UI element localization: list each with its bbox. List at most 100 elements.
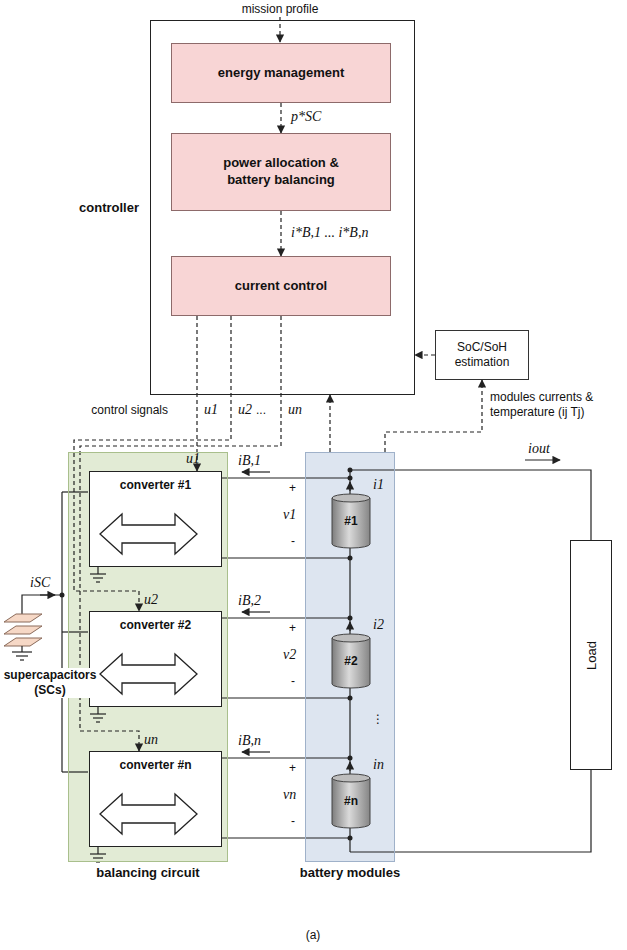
ground-symbol — [96, 721, 100, 722]
current-arrow — [349, 482, 350, 491]
current-arrow — [525, 459, 560, 460]
cell-top — [332, 774, 370, 782]
signal-label: p*SC — [289, 109, 323, 126]
process-box: energy management — [171, 43, 391, 103]
ground-symbol — [90, 713, 106, 714]
annotation: - — [291, 534, 295, 549]
junction-dot — [348, 696, 353, 701]
signal-arrow — [196, 316, 197, 471]
module-wire — [205, 697, 350, 698]
supercapacitor-plate — [4, 626, 42, 634]
junction-dot — [348, 476, 353, 481]
node-text: SoC/SoH estimation — [442, 340, 522, 370]
annotation: modules currents & temperature (ij Tj) — [490, 390, 615, 420]
bidirectional-arrow — [100, 654, 197, 694]
node-text: battery modules — [276, 865, 424, 880]
cell-top — [332, 634, 370, 642]
junction-dot — [348, 468, 353, 473]
signal-label: u1 — [202, 402, 220, 419]
node-text: power allocation & battery balancing — [206, 155, 356, 189]
ground-symbol — [97, 846, 98, 854]
signal-name: i2 — [373, 616, 384, 634]
ground-symbol — [90, 573, 106, 574]
junction-dot — [348, 836, 353, 841]
junction-dot — [348, 756, 353, 761]
signal-name: iB,2 — [238, 592, 261, 610]
node-text: converter #2 — [90, 612, 221, 632]
annotation: (a) — [306, 928, 321, 943]
annotation: control signals — [91, 403, 168, 418]
signal-label: un — [286, 402, 304, 419]
panel-fill — [305, 452, 395, 862]
signal-name: iB,1 — [238, 452, 261, 470]
signal-arrow — [80, 316, 281, 751]
signal-name: u2 — [144, 591, 158, 609]
signal-arrow — [329, 395, 330, 452]
node-text: Load — [583, 641, 598, 670]
converter-box: converter #1 — [89, 471, 222, 567]
node-text: converter #1 — [90, 472, 221, 492]
sc-bus — [62, 631, 88, 632]
ground-symbol — [96, 581, 100, 582]
node-text: #1 — [344, 514, 357, 528]
cell-body — [332, 778, 370, 828]
annotation: supercapacitors (SCs) — [2, 668, 98, 698]
signal-arrow — [415, 354, 435, 355]
module-wire — [205, 477, 350, 478]
module-wire — [205, 757, 350, 758]
signal-name: i1 — [373, 476, 384, 494]
ground-symbol — [93, 577, 103, 578]
ground-symbol — [16, 655, 28, 656]
ground-symbol — [90, 853, 106, 854]
annotation: + — [289, 761, 296, 776]
junction-dot — [60, 593, 65, 598]
battery-cell: #2 — [331, 633, 371, 689]
estimator-box: SoC/SoH estimation — [435, 330, 529, 380]
cell-top — [332, 494, 370, 502]
signal-arrow — [385, 380, 482, 452]
annotation: - — [291, 814, 295, 829]
annotation: ... — [256, 403, 266, 418]
ground-symbol — [93, 717, 103, 718]
node-text: #2 — [344, 654, 357, 668]
ground-symbol — [20, 659, 24, 660]
current-arrow — [349, 622, 350, 631]
signal-label: i*B,1 ... i*B,n — [289, 225, 370, 242]
annotation: + — [289, 481, 296, 496]
bidirectional-arrow — [100, 794, 197, 834]
battery-panel: #1#2#nbattery modules — [305, 452, 395, 862]
cell-body — [332, 498, 370, 548]
node-text: converter #n — [90, 752, 221, 772]
ground-symbol — [21, 646, 22, 652]
current-arrow — [242, 471, 270, 472]
junction-dot — [348, 556, 353, 561]
annotation: + — [289, 621, 296, 636]
controller-box: energy management power allocation & batt… — [150, 20, 415, 395]
process-box: current control — [171, 256, 391, 316]
module-wire — [205, 837, 350, 838]
annotation: mission profile — [242, 2, 319, 17]
battery-cell: #1 — [331, 493, 371, 549]
cell-body — [332, 638, 370, 688]
signal-name: in — [373, 756, 384, 774]
signal-arrow — [280, 103, 281, 133]
signal-label: u2 — [236, 402, 254, 419]
supercapacitor-plate — [4, 638, 42, 646]
ground-symbol — [93, 857, 103, 858]
current-arrow — [40, 594, 55, 595]
module-wire — [205, 557, 350, 558]
ground-symbol — [97, 706, 98, 714]
node-text: balancing circuit — [39, 865, 257, 880]
signal-name: un — [144, 731, 158, 749]
signal-name: iout — [528, 440, 550, 458]
signal-name: iSC — [30, 574, 50, 592]
schematic — [4, 17, 591, 862]
balancing-panel: converter #1converter #2converter #nbala… — [68, 452, 228, 862]
load-wire — [350, 770, 591, 852]
signal-name: u1 — [186, 450, 200, 468]
signal-arrow — [280, 211, 281, 256]
annotation: ⋮ — [372, 712, 384, 727]
junction-dot — [348, 616, 353, 621]
process-box: power allocation & battery balancing — [171, 133, 391, 211]
